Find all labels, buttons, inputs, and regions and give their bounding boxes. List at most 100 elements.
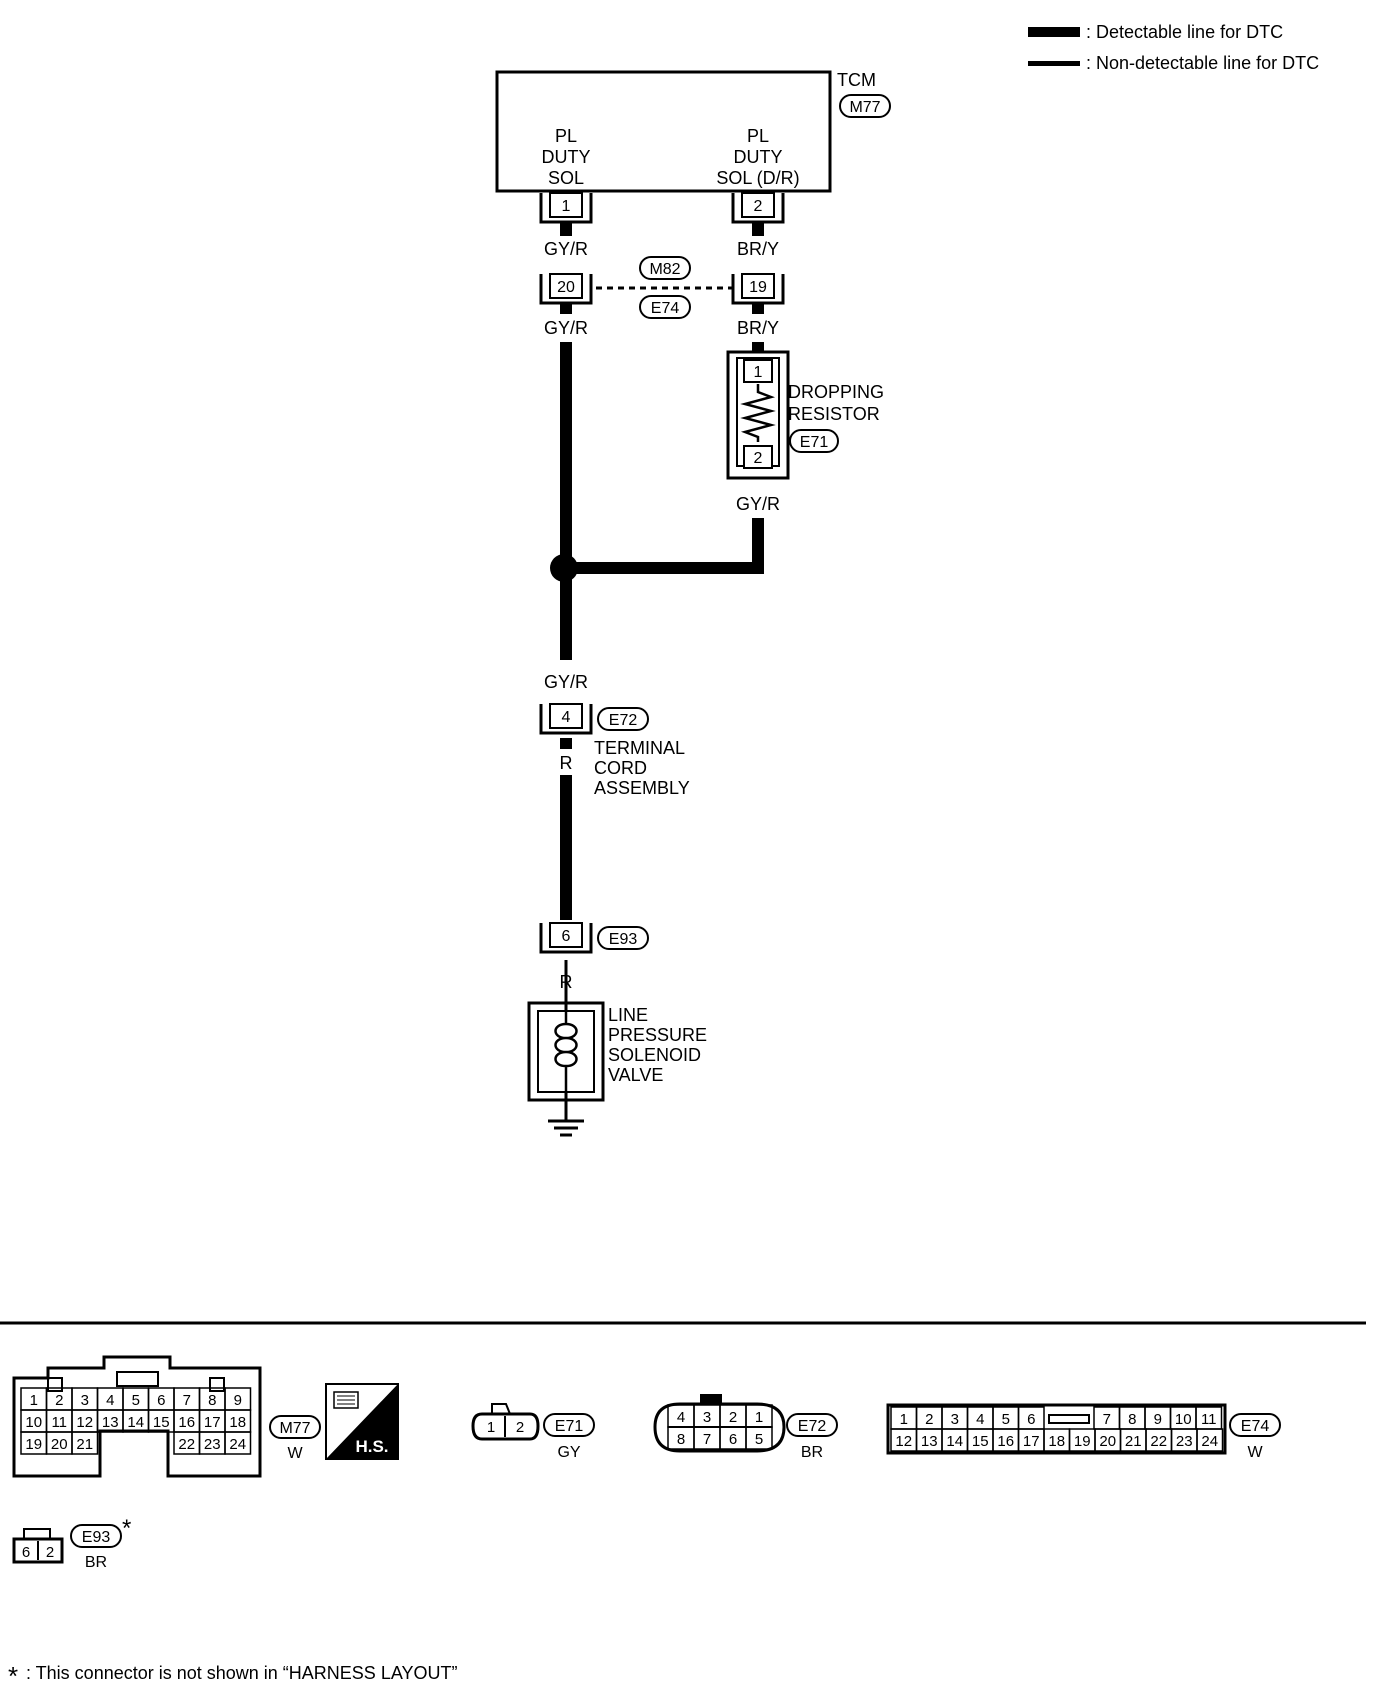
e71-pin-2: 2 xyxy=(516,1419,524,1436)
joint-pin-19: 19 xyxy=(749,279,767,296)
e72-pin-5-cell xyxy=(745,1426,773,1450)
tcm-title: TCM xyxy=(837,70,876,90)
solenoid-label-line3: SOLENOID xyxy=(608,1045,701,1065)
joint-id-bottom-badge xyxy=(639,295,691,319)
e72-pin-8: 8 xyxy=(677,1431,685,1448)
e74-pin-24-cell xyxy=(1196,1428,1224,1452)
tcm-terminal-1-label-line3: SOL xyxy=(548,168,584,188)
m77-pin-12: 12 xyxy=(76,1414,93,1431)
e74-pin-3: 3 xyxy=(951,1411,959,1428)
legend-non-detectable-swatch xyxy=(1028,61,1080,66)
solenoid-coil-icon xyxy=(554,1011,578,1092)
e72-color: BR xyxy=(801,1444,823,1461)
tcm-connector-id: M77 xyxy=(849,99,880,116)
solenoid-outer-body xyxy=(527,1001,605,1102)
legend-detectable-label: : Detectable line for DTC xyxy=(1086,22,1283,42)
e72-housing xyxy=(653,1402,786,1453)
e72-pin-6: 6 xyxy=(729,1431,737,1448)
e74-pin-12: 12 xyxy=(895,1433,912,1450)
e72-id: E72 xyxy=(798,1418,827,1435)
e74-id-badge xyxy=(1229,1413,1281,1437)
solenoid-label-line4: VALVE xyxy=(608,1065,663,1085)
m77-pin-3: 3 xyxy=(81,1392,89,1409)
tcm-terminal-2: 2 xyxy=(731,192,785,224)
e71-id: E71 xyxy=(555,1418,584,1435)
resistor-pin-2: 2 xyxy=(754,450,763,467)
resistor-zigzag xyxy=(740,384,776,442)
e74-id: E74 xyxy=(1241,1418,1270,1435)
m77-pin-22: 22 xyxy=(178,1436,195,1453)
tcm-pin-2: 2 xyxy=(754,198,763,215)
resistor-label-line2: RESISTOR xyxy=(788,404,880,424)
m77-pin-20: 20 xyxy=(51,1436,68,1453)
e74-pin-4: 4 xyxy=(976,1411,984,1428)
tcm-box xyxy=(495,70,832,193)
wire-label-gyr-mid: GY/R xyxy=(544,318,588,338)
resistor-pin-1: 1 xyxy=(754,364,763,381)
wire-label-gyr-top: GY/R xyxy=(544,239,588,259)
wire-label-gyr-lower: GY/R xyxy=(544,672,588,692)
tcm-connector-badge xyxy=(839,94,891,118)
m77-pin-24-cell xyxy=(224,1431,252,1455)
m77-pin-6: 6 xyxy=(157,1392,165,1409)
e74-pin-6: 6 xyxy=(1027,1411,1035,1428)
tcm-pin-1: 1 xyxy=(562,198,571,215)
e93-id-badge xyxy=(70,1524,122,1548)
legend-non-detectable-label: : Non-detectable line for DTC xyxy=(1086,53,1319,73)
e72-pin-4: 4 xyxy=(677,1409,685,1426)
e74-pin-9: 9 xyxy=(1154,1411,1162,1428)
e72-pin-5: 5 xyxy=(755,1431,763,1448)
m77-pin-11: 11 xyxy=(51,1414,67,1431)
line-pressure-solenoid-valve: LINE PRESSURE SOLENOID VALVE xyxy=(527,1001,707,1102)
tcm-terminal-1-label-line2: DUTY xyxy=(542,147,591,167)
e93-pin-6: 6 xyxy=(22,1544,30,1561)
e74-pin-14: 14 xyxy=(946,1433,963,1450)
e93-housing xyxy=(12,1537,64,1564)
wire-label-r-lower: R xyxy=(560,972,573,992)
e74-pin-5: 5 xyxy=(1002,1411,1010,1428)
e71-housing xyxy=(471,1412,540,1441)
e74-pin-17: 17 xyxy=(1023,1433,1040,1450)
m77-pin-8: 8 xyxy=(208,1392,216,1409)
solenoid-connector-badge xyxy=(597,926,649,950)
m77-pin-4: 4 xyxy=(106,1392,114,1409)
e74-color: W xyxy=(1247,1444,1263,1461)
solenoid-connector: 6 E93 xyxy=(539,922,649,954)
e72-pin-2: 2 xyxy=(729,1409,737,1426)
e72-pin-7: 7 xyxy=(703,1431,711,1448)
wire-label-gyr-resistor: GY/R xyxy=(736,494,780,514)
m77-pin-18: 18 xyxy=(229,1414,246,1431)
e74-pin-11: 11 xyxy=(1201,1411,1217,1428)
m77-pin-10: 10 xyxy=(25,1414,42,1431)
m77-pin-9: 9 xyxy=(234,1392,242,1409)
footnote: * : This connector is not shown in “HARN… xyxy=(8,1661,458,1691)
hs-harness-side-icon: H.S. xyxy=(325,1383,399,1460)
m77-pin-23: 23 xyxy=(204,1436,221,1453)
solenoid-connector-pin-6: 6 xyxy=(562,928,571,945)
e74-pin-18: 18 xyxy=(1048,1433,1065,1450)
m77-pin-21-cell xyxy=(71,1431,99,1455)
terminal-cord-pin-4: 4 xyxy=(562,709,571,726)
e74-pin-8: 8 xyxy=(1128,1411,1136,1428)
m77-pin-16: 16 xyxy=(178,1414,195,1431)
tcm-unit: TCM M77 PL DUTY SOL PL DUTY SOL (D/R) 1 … xyxy=(495,70,891,224)
legend: : Detectable line for DTC : Non-detectab… xyxy=(1028,22,1319,73)
e93-color: BR xyxy=(85,1554,107,1571)
m77-pin-17: 17 xyxy=(204,1414,221,1431)
solenoid-connector-id: E93 xyxy=(609,931,638,948)
solenoid-label-line2: PRESSURE xyxy=(608,1025,707,1045)
terminal-cord-label-line2: CORD xyxy=(594,758,647,778)
e72-pin-3: 3 xyxy=(703,1409,711,1426)
e93-pin-2: 2 xyxy=(46,1544,54,1561)
tcm-terminal-1-label-line1: PL xyxy=(555,126,577,146)
footnote-star: * xyxy=(8,1661,18,1691)
e74-pin-1: 1 xyxy=(900,1411,908,1428)
terminal-cord-connector-id: E72 xyxy=(609,712,638,729)
e74-pin-21: 21 xyxy=(1125,1433,1142,1450)
e71-color: GY xyxy=(557,1444,580,1461)
joint-pin-20: 20 xyxy=(557,279,575,296)
